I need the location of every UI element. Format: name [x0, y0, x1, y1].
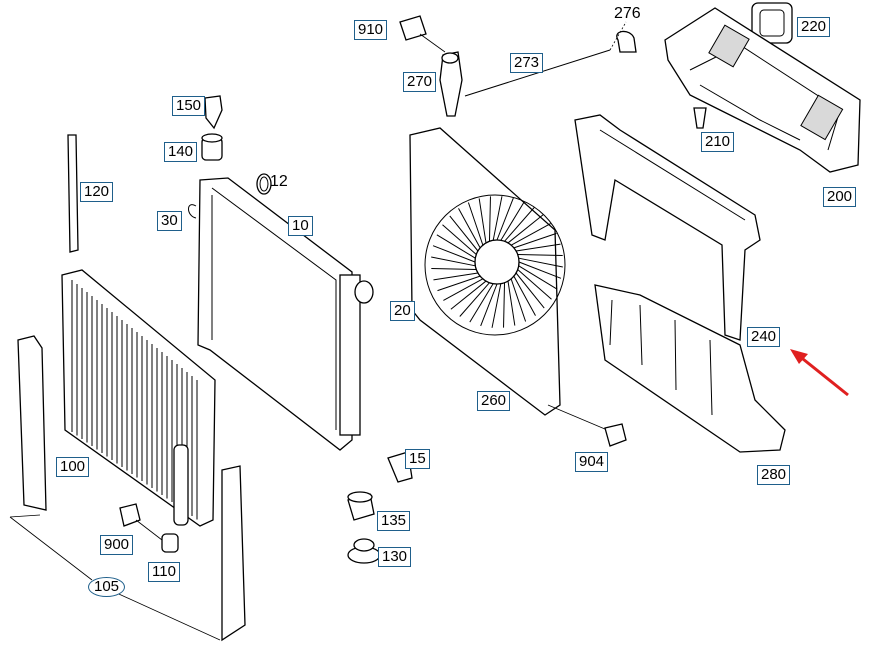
fan-blade-line: [442, 224, 477, 255]
part-130-cap: [347, 538, 381, 564]
part-280-air-guide: [594, 284, 786, 453]
callout-135: 135: [377, 511, 411, 531]
fan-blade-line: [513, 232, 557, 249]
callout-900: 900: [100, 535, 134, 555]
part-20-fan-shroud: [409, 127, 566, 416]
fan-blade-line: [518, 265, 558, 290]
fan-blade-line: [459, 282, 490, 317]
part-910-label-tag: [399, 15, 446, 53]
callout-260: 260: [477, 391, 511, 411]
fan-blade-line: [492, 196, 503, 241]
part-900-label-tag: [119, 503, 163, 541]
part-150-clip: [204, 95, 223, 130]
fan-blade-line: [467, 202, 484, 246]
fan-blade-line: [436, 234, 476, 259]
fan-blade-line: [496, 197, 514, 241]
fan-blade-line: [513, 275, 536, 316]
fan-blade-line: [488, 196, 491, 242]
part-12-oring: [256, 173, 272, 195]
callout-130: 130: [378, 547, 412, 567]
fan-blade-line: [480, 283, 498, 327]
part-100-condenser: [61, 269, 216, 527]
fan-blade-line: [431, 268, 477, 271]
part-210-clip: [693, 107, 707, 129]
callout-910: 910: [354, 20, 388, 40]
fan-blade-line: [510, 278, 527, 322]
fan-blade-line: [431, 256, 476, 267]
fan-blade-line: [450, 280, 487, 310]
callout-210: 210: [701, 132, 735, 152]
callout-150: 150: [172, 96, 206, 116]
callout-240: 240: [747, 327, 781, 347]
callout-15: 15: [405, 449, 430, 469]
fan-blade-line: [518, 257, 563, 268]
callout-12: 12: [270, 173, 288, 190]
callout-30: 30: [157, 211, 182, 231]
part-210-frame: [574, 114, 761, 341]
callout-273: 273: [510, 53, 544, 73]
part-120-strip: [67, 134, 79, 253]
callout-220: 220: [797, 17, 831, 37]
fan-blade-line: [517, 269, 552, 300]
part-105-left-bracket: [17, 335, 47, 511]
fan-blade-line: [518, 261, 562, 279]
fan-blade-line: [515, 272, 545, 309]
fan-blade-line: [491, 283, 502, 328]
fan-blade-line: [517, 253, 563, 256]
fan-blade-line: [433, 272, 479, 281]
part-135-cap: [347, 491, 375, 521]
part-140-cap: [201, 133, 223, 161]
fan-blade-line: [443, 278, 484, 301]
callout-20: 20: [390, 301, 415, 321]
red-pointer-arrow: [790, 349, 849, 397]
fan-blade-line: [507, 280, 516, 326]
fan-blade-line: [469, 283, 494, 323]
fan-blade-line: [510, 223, 551, 246]
callout-140: 140: [164, 142, 198, 162]
part-273-rod: [464, 21, 627, 97]
part-30-hook: [188, 204, 197, 219]
callout-200: 200: [823, 187, 857, 207]
fan-blade-line: [437, 275, 481, 292]
part-220-bracket: [751, 2, 793, 44]
part-276-clip: [616, 30, 637, 53]
fan-blade-line: [503, 282, 506, 328]
part-270-sensor: [439, 51, 463, 117]
part-100-receiver: [173, 444, 189, 526]
part-200-cover: [664, 7, 861, 173]
callout-110: 110: [148, 562, 180, 582]
fan-blade-line: [458, 208, 481, 249]
part-904-label-tag: [604, 423, 627, 447]
fan-blade-line: [500, 201, 525, 241]
fan-blade-line: [504, 207, 535, 242]
fan-blade-line: [515, 243, 561, 252]
fan-blade-line: [478, 198, 487, 244]
callout-276: 276: [614, 5, 641, 22]
callout-270: 270: [403, 72, 437, 92]
part-10-radiator: [197, 177, 374, 451]
fan-blade-line: [507, 214, 544, 244]
callout-120: 120: [80, 182, 114, 202]
part-105-right-bracket: [221, 465, 246, 642]
callout-280: 280: [757, 465, 791, 485]
fan-blade-line: [432, 245, 476, 263]
part-110-plug: [161, 533, 179, 553]
callout-100: 100: [56, 457, 90, 477]
fan-blade-line: [449, 215, 479, 252]
callout-10: 10: [288, 216, 313, 236]
callout-904: 904: [575, 452, 609, 472]
callout-105: 105: [88, 577, 126, 597]
